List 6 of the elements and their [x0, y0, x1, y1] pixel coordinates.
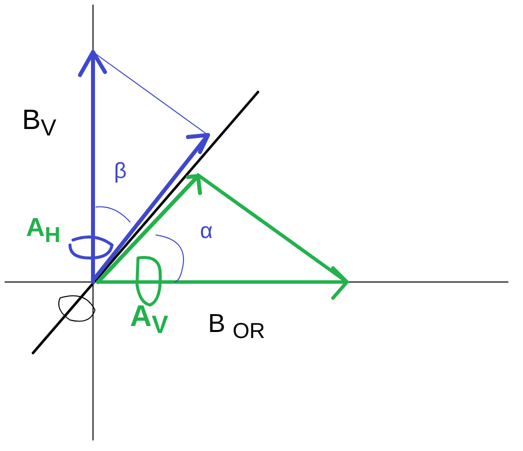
vector-label: B $_{OR}$: [208, 310, 266, 342]
angle-label: β: [114, 160, 127, 182]
vector-label: A$_{V}$: [130, 302, 168, 338]
vector-label: B$_{V}$: [22, 106, 56, 140]
vector-label: A$_{H}$: [26, 214, 60, 246]
angle-label: α: [200, 220, 213, 242]
